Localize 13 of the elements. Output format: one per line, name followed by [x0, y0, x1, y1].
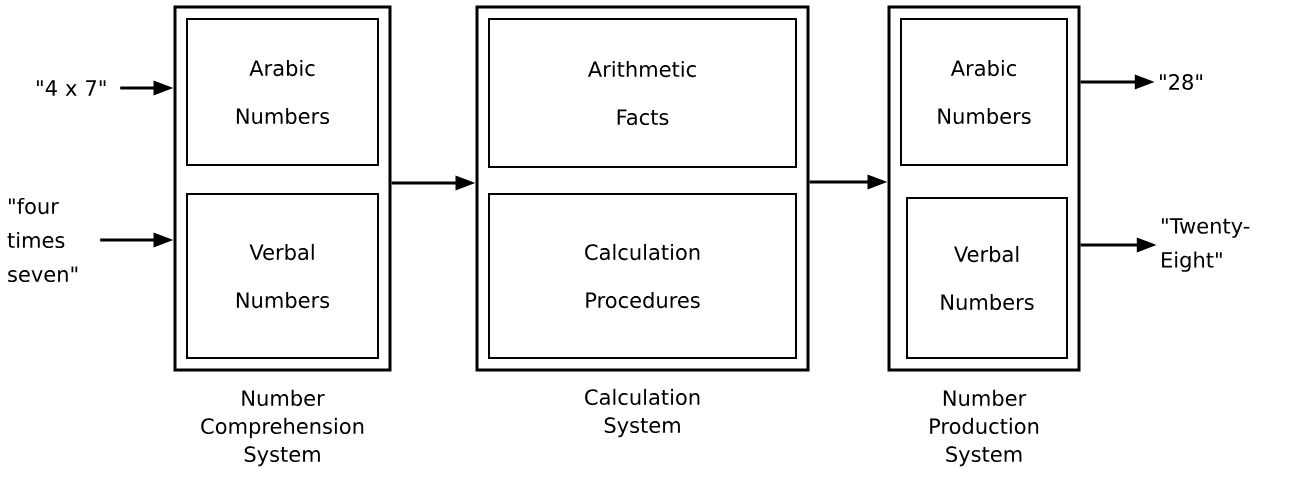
- system-caption: Number Comprehension System: [201, 389, 364, 467]
- module-box: Arabic Numbers: [186, 18, 379, 166]
- module-box: Arabic Numbers: [900, 18, 1068, 166]
- io-text: "Twenty-Eight": [1162, 218, 1250, 272]
- system-caption: Calculation System: [585, 388, 700, 438]
- io-text: "28": [1160, 74, 1202, 90]
- module-box: Arithmetic Facts: [488, 18, 797, 168]
- module-box: Calculation Procedures: [488, 193, 797, 359]
- io-text: "four times seven": [7, 197, 78, 283]
- module-box: Verbal Numbers: [906, 197, 1068, 359]
- io-text: "4 x 7": [37, 80, 106, 96]
- system-caption: Number Production System: [930, 389, 1039, 467]
- module-box: Verbal Numbers: [186, 193, 379, 359]
